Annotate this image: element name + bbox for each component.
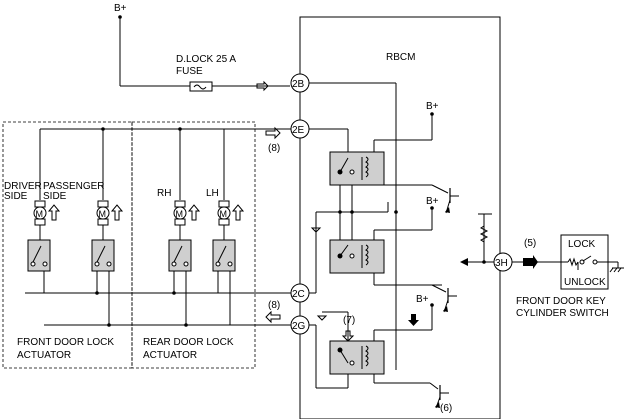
rear-rh-label: RH bbox=[157, 188, 171, 199]
connector-2b-label: 2B bbox=[292, 79, 305, 90]
relay-3-drive-arrow bbox=[408, 314, 419, 326]
signal-7: (7) bbox=[343, 315, 355, 326]
switch-driver bbox=[27, 239, 51, 272]
svg-text:M: M bbox=[176, 209, 184, 219]
dlock-fuse bbox=[189, 81, 213, 92]
driver-side-label-1: DRIVER bbox=[4, 181, 42, 192]
current-flow-arrow-2g bbox=[265, 310, 281, 324]
rear-actuator-enclosure bbox=[131, 121, 256, 369]
relay-1 bbox=[329, 151, 385, 186]
rear-lh-motor-arrow bbox=[231, 204, 245, 221]
switch-rear-rh bbox=[168, 239, 192, 272]
signal-5: (5) bbox=[524, 238, 536, 249]
passenger-motor-arrow bbox=[110, 204, 124, 221]
relay-3-supply-label: B+ bbox=[416, 294, 429, 305]
switch-passenger bbox=[91, 239, 115, 272]
key-switch-label-2: CYLINDER SWITCH bbox=[516, 308, 609, 319]
fuse-name-label: FUSE bbox=[176, 66, 203, 77]
rear-actuator-label-1: REAR DOOR LOCK bbox=[143, 337, 234, 348]
current-flow-arrow-2b bbox=[256, 80, 269, 92]
rbcm-label: RBCM bbox=[386, 52, 415, 63]
key-switch-label-1: FRONT DOOR KEY bbox=[516, 296, 606, 307]
rear-lh-label: LH bbox=[206, 188, 219, 199]
input-direction-arrow bbox=[460, 258, 468, 266]
svg-text:M: M bbox=[220, 209, 228, 219]
key-switch-signal-arrow bbox=[523, 255, 538, 269]
relay-2-supply-label: B+ bbox=[426, 196, 439, 207]
rear-actuator-label-2: ACTUATOR bbox=[143, 350, 197, 361]
relay-3 bbox=[329, 340, 385, 375]
key-switch-unlock-label: UNLOCK bbox=[564, 277, 606, 288]
signal-6: (6) bbox=[440, 403, 452, 414]
rear-rh-motor-arrow bbox=[187, 204, 201, 221]
front-actuator-label-2: ACTUATOR bbox=[17, 350, 71, 361]
driver-motor-arrow bbox=[47, 204, 61, 221]
connector-2c-label: 2C bbox=[292, 289, 305, 300]
relay-3-signal-arrow bbox=[341, 330, 355, 342]
rbcm-module-box bbox=[299, 16, 501, 419]
current-flow-arrow-2e bbox=[265, 126, 281, 140]
connector-3h-label: 3H bbox=[495, 258, 508, 269]
svg-text:M: M bbox=[36, 209, 44, 219]
relay-1-supply-label: B+ bbox=[426, 101, 439, 112]
relay-2 bbox=[329, 239, 385, 274]
signal-8-lower: (8) bbox=[268, 300, 280, 311]
connector-2e-label: 2E bbox=[292, 125, 305, 136]
key-switch-lock-label: LOCK bbox=[568, 239, 596, 250]
top-battery-label: B+ bbox=[114, 3, 127, 14]
front-actuator-label-1: FRONT DOOR LOCK bbox=[17, 337, 114, 348]
svg-text:M: M bbox=[99, 209, 107, 219]
passenger-side-label-2: SIDE bbox=[43, 191, 67, 202]
fuse-rating-label: D.LOCK 25 A bbox=[176, 54, 236, 65]
connector-2g-label: 2G bbox=[292, 321, 306, 332]
switch-rear-lh bbox=[212, 239, 236, 272]
signal-8-upper: (8) bbox=[268, 143, 280, 154]
passenger-side-label-1: PASSENGER bbox=[43, 181, 105, 192]
driver-side-label-2: SIDE bbox=[4, 191, 28, 202]
